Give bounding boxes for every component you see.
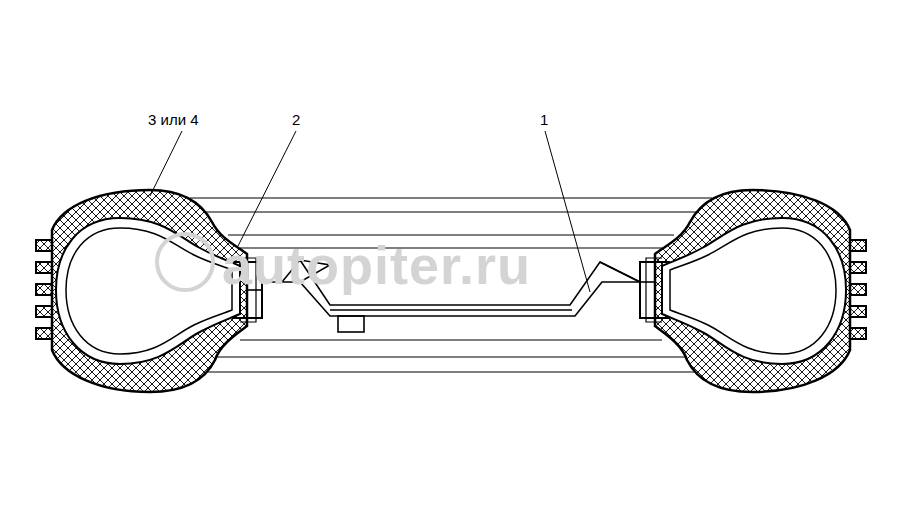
callout-number: 1 <box>540 112 548 127</box>
callout-number: 2 <box>292 112 300 127</box>
leader-lines <box>150 131 590 292</box>
callout-number: 3 или 4 <box>148 112 199 127</box>
watermark: autopiter.ru <box>222 238 531 292</box>
